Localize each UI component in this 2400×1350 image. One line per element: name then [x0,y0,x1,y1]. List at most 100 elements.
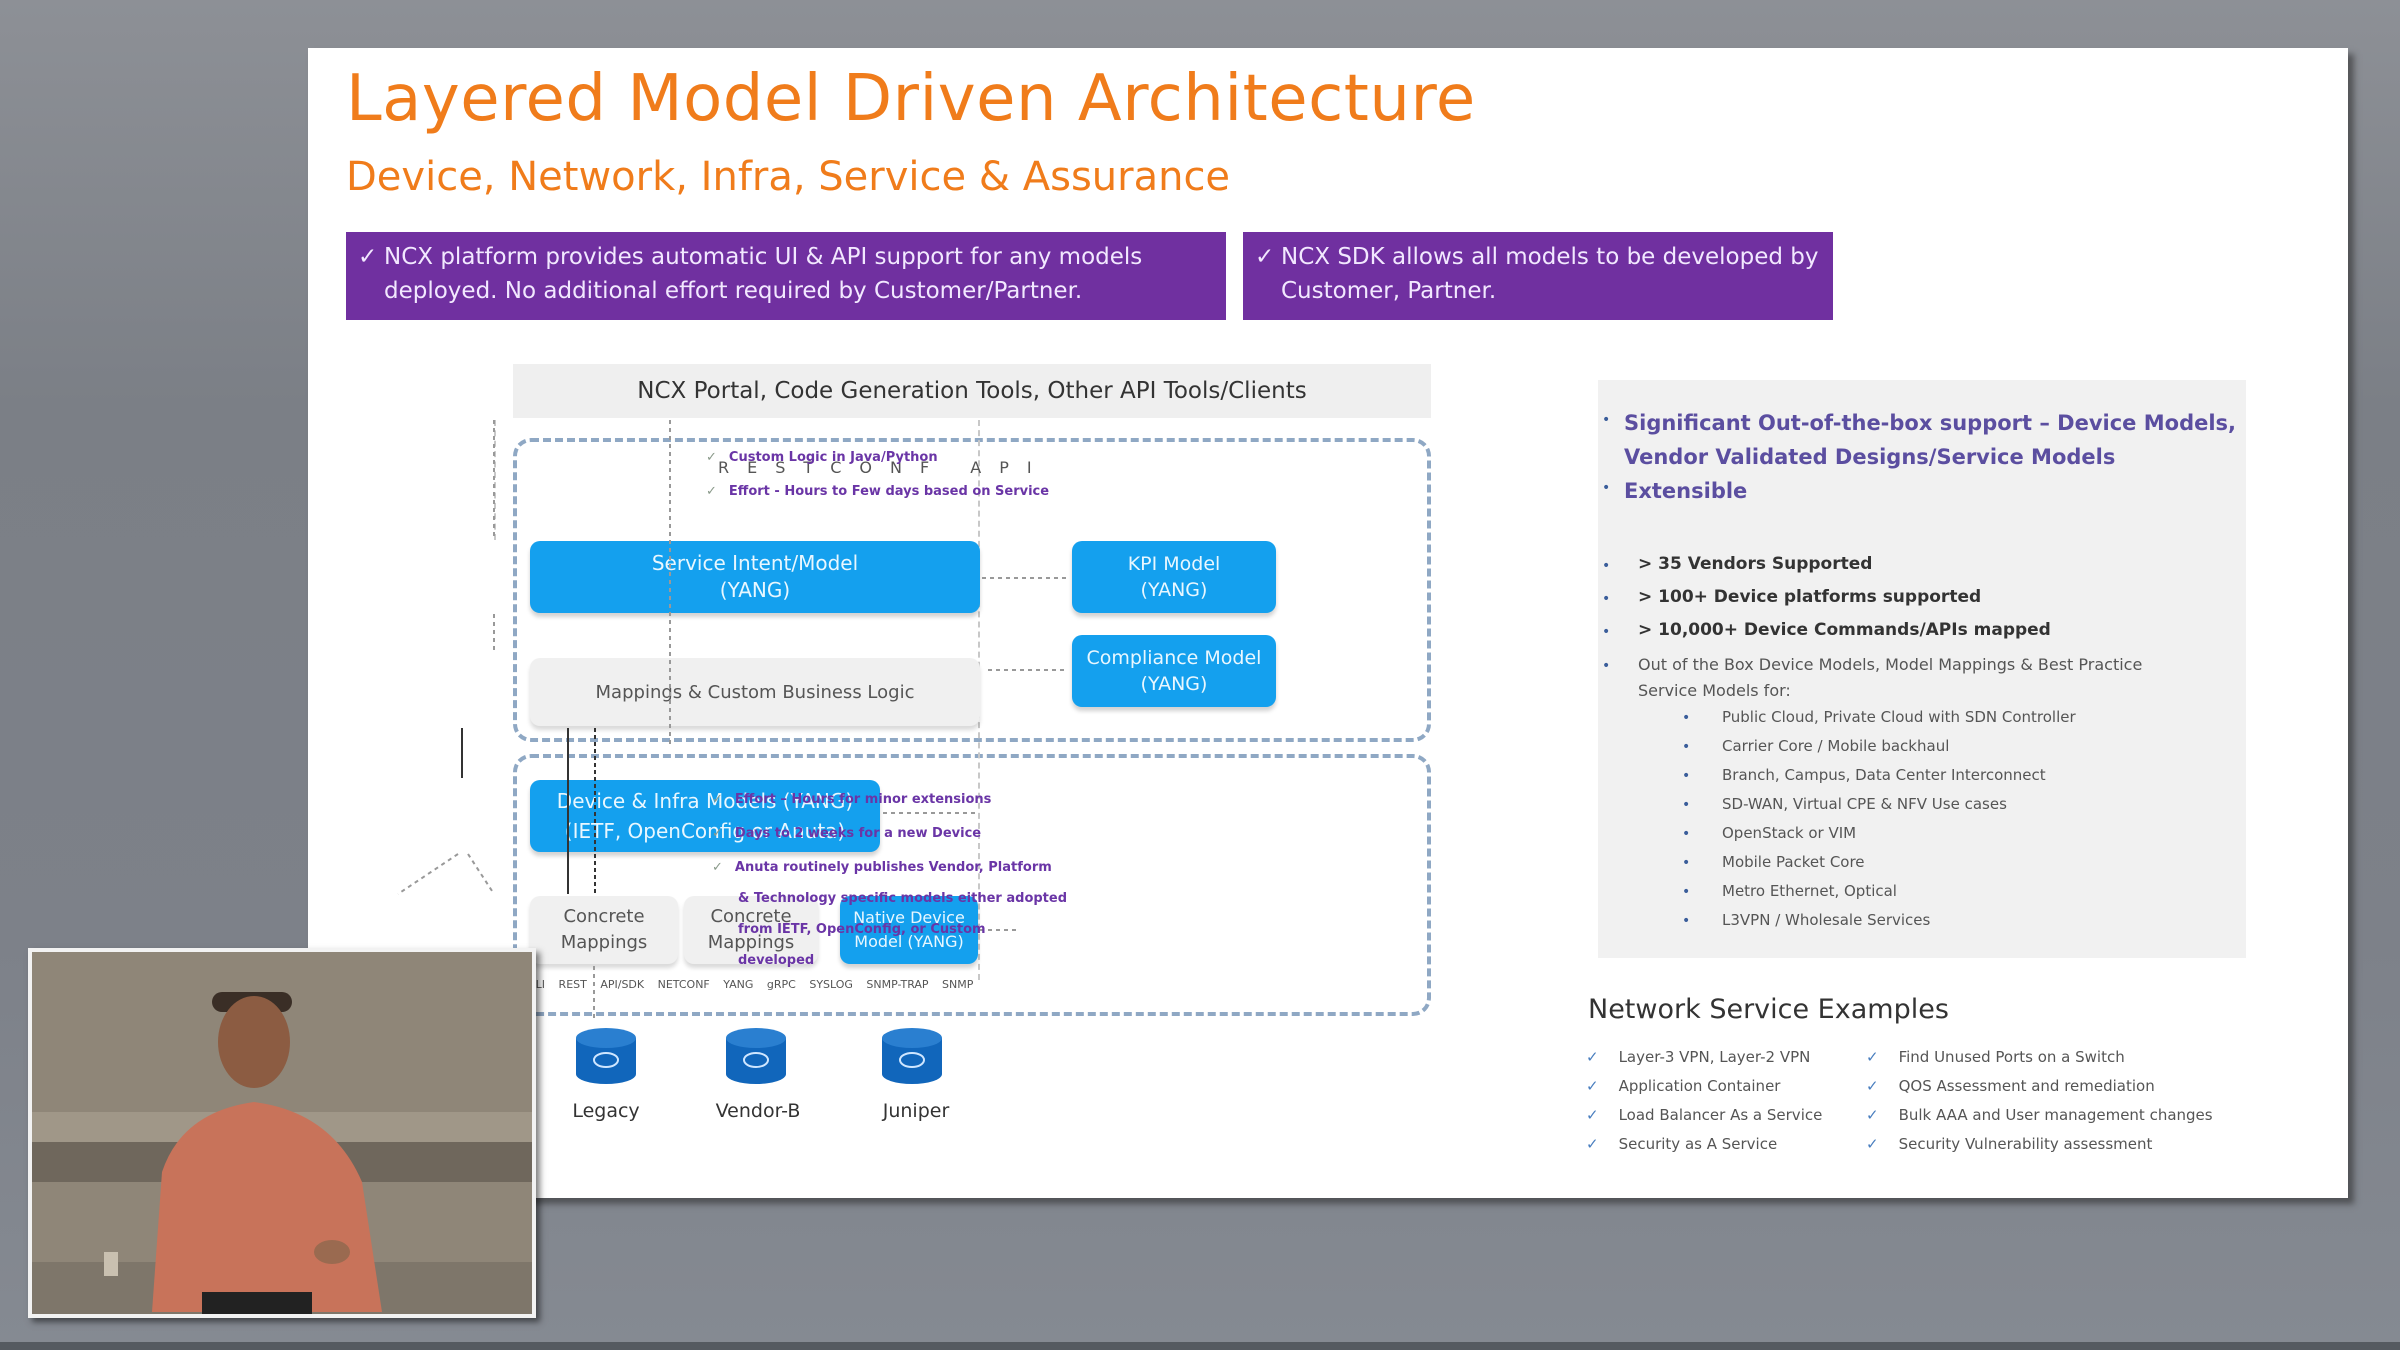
example-item: ✓ Security Vulnerability assessment [1866,1135,2152,1153]
check-icon: ✓ [706,450,717,465]
bullet-icon: • [1602,624,1611,640]
router-icon [726,1028,786,1084]
device-label: Legacy [572,1100,640,1122]
check-icon: ✓ [1866,1077,1879,1095]
lower-note-cont: & Technology specific models either adop… [738,891,1068,906]
bullet-icon: • [1682,913,1691,929]
banner-line: NCX platform provides automatic UI & API… [384,244,1143,270]
device-infra-models: Device & Infra Models (YANG)(IETF, OpenC… [530,780,880,852]
presenter-image [32,952,532,1314]
upper-note: ✓Custom Logic in Java/Python [706,450,938,465]
lower-note: ✓Anuta routinely publishes Vendor, Platf… [712,860,1052,875]
example-label: Load Balancer As a Service [1618,1106,1823,1124]
device-label: Juniper [882,1100,950,1122]
banner-line: Customer, Partner. [1281,278,1497,304]
bullet-icon: • [1602,480,1611,496]
service-intent-model: Service Intent/Model(YANG) [530,541,980,613]
example-label: Bulk AAA and User management changes [1898,1106,2213,1124]
bullet-icon: • [1602,412,1611,428]
example-item: ✓ Security as A Service [1586,1135,1777,1153]
upper-note: ✓Effort - Hours to Few days based on Ser… [706,484,1050,499]
stat: > 10,000+ Device Commands/APIs mapped [1638,620,2051,640]
example-label: Security as A Service [1618,1135,1778,1153]
bullet-icon: • [1682,855,1691,871]
lower-note-cont: developed [738,953,815,968]
compliance-model: Compliance Model(YANG) [1072,635,1276,707]
banner-line: deployed. No additional effort required … [384,278,1083,304]
bullet-icon: • [1602,591,1611,607]
bullet-icon: • [1682,768,1691,784]
example-item: ✓ Bulk AAA and User management changes [1866,1106,2213,1124]
router-icon [576,1028,636,1084]
slide-subtitle: Device, Network, Infra, Service & Assura… [346,154,1231,200]
banner-ncx-platform: ✓ NCX platform provides automatic UI & A… [346,232,1226,320]
check-icon: ✓ [1866,1106,1879,1124]
bottom-band [0,1342,2400,1350]
mappings-business-logic: Mappings & Custom Business Logic [530,658,980,726]
example-item: ✓ Load Balancer As a Service [1586,1106,1822,1124]
device-layer-box [513,754,1431,1016]
kpi-model: KPI Model(YANG) [1072,541,1276,613]
portal-box: NCX Portal, Code Generation Tools, Other… [513,364,1431,418]
presenter-video[interactable] [28,948,536,1318]
highlight: Vendor Validated Designs/Service Models [1624,445,2116,469]
use-case-item: Public Cloud, Private Cloud with SDN Con… [1722,708,2076,726]
use-case-item: L3VPN / Wholesale Services [1722,911,1931,929]
check-icon: ✓ [712,826,723,841]
lower-note-cont: from IETF, OpenConfig, or Custom [738,922,986,937]
stat: > 35 Vendors Supported [1638,554,1873,574]
connector [397,853,459,895]
example-label: Security Vulnerability assessment [1898,1135,2153,1153]
check-icon: ✓ [1255,244,1275,270]
check-icon: ✓ [1586,1077,1599,1095]
check-icon: ✓ [1866,1135,1879,1153]
example-item: ✓ Layer-3 VPN, Layer-2 VPN [1586,1048,1810,1066]
examples-title: Network Service Examples [1588,994,1949,1025]
bullet-icon: • [1602,658,1611,674]
use-case-item: Metro Ethernet, Optical [1722,882,1897,900]
example-item: ✓Find Unused Ports on a Switch [1866,1048,2125,1066]
stat: > 100+ Device platforms supported [1638,587,1982,607]
router-icon [882,1028,942,1084]
highlight: Significant Out-of-the-box support – Dev… [1624,411,2237,435]
check-icon: ✓ [706,484,717,499]
use-case-item: SD-WAN, Virtual CPE & NFV Use cases [1722,795,2007,813]
restconf-label: RESTCONF API [718,458,1050,477]
example-label: QOS Assessment and remediation [1898,1077,2155,1095]
slide: Layered Model Driven Architecture Device… [308,48,2348,1198]
protocol-list: CLI REST API/SDK NETCONF YANG gRPC SYSLO… [528,978,974,991]
check-icon: ✓ [1586,1048,1599,1066]
connector [467,853,495,895]
use-case-item: Branch, Campus, Data Center Interconnect [1722,766,2046,784]
capabilities-panel [1598,380,2246,958]
lower-note: ✓Effort – Hours for minor extensions [712,792,992,807]
check-icon: ✓ [358,244,378,270]
use-case-item: Mobile Packet Core [1722,853,1865,871]
banner-line: NCX SDK allows all models to be develope… [1281,244,1819,270]
example-label: Layer-3 VPN, Layer-2 VPN [1618,1048,1811,1066]
bullet-icon: • [1682,826,1691,842]
bullet-icon: • [1682,884,1691,900]
banner-ncx-sdk: ✓ NCX SDK allows all models to be develo… [1243,232,1833,320]
lower-note: ✓Days to 2 weeks for a new Device [712,826,982,841]
service-layer-box [513,438,1431,742]
bullet-icon: • [1682,739,1691,755]
example-item: ✓ QOS Assessment and remediation [1866,1077,2155,1095]
slide-title: Layered Model Driven Architecture [346,62,1476,136]
ootb-text: Service Models for: [1638,681,1791,700]
bullet-icon: • [1682,797,1691,813]
ootb-text: Out of the Box Device Models, Model Mapp… [1638,655,2143,674]
check-icon: ✓ [712,792,723,807]
check-icon: ✓ [712,860,723,875]
use-case-item: Carrier Core / Mobile backhaul [1722,737,1950,755]
check-icon: ✓ [1586,1106,1599,1124]
highlight: Extensible [1624,479,1748,503]
device-label: Vendor-B [715,1100,801,1122]
example-label: Application Container [1618,1077,1781,1095]
check-icon: ✓ [1586,1135,1599,1153]
example-item: ✓ Application Container [1586,1077,1780,1095]
use-case-item: OpenStack or VIM [1722,824,1857,842]
